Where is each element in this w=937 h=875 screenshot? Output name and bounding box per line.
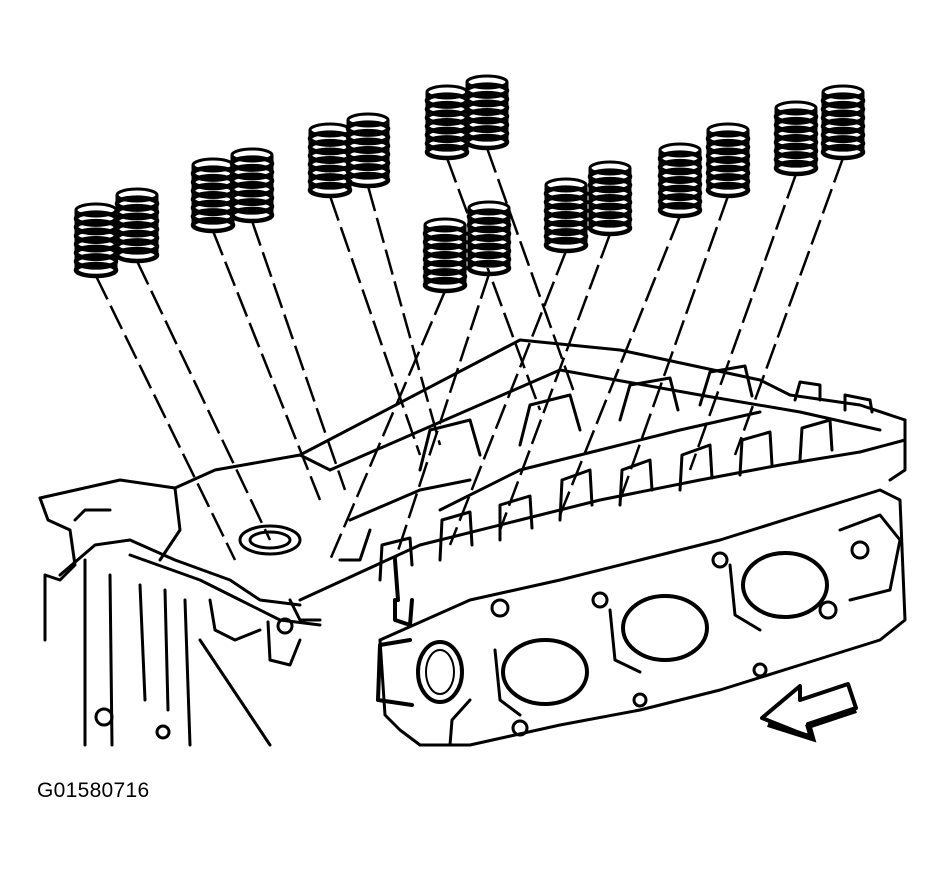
leader-line	[558, 215, 682, 516]
leader-line	[250, 220, 347, 491]
direction-arrow-icon	[760, 682, 858, 743]
valve-spring-icon	[393, 200, 512, 561]
leader-line	[498, 233, 612, 531]
valve-spring-icon	[424, 84, 542, 411]
leader-line	[445, 157, 542, 411]
leader-line	[618, 195, 730, 501]
leader-line	[328, 290, 447, 561]
valve-spring-icon	[114, 187, 272, 541]
valve-springs	[73, 74, 866, 561]
leader-line	[688, 173, 798, 471]
valve-spring-icon	[345, 112, 442, 446]
exhaust-face	[378, 488, 907, 747]
valve-spring-icon	[464, 74, 577, 396]
valve-spring-icon	[73, 202, 237, 561]
cylinder-head	[38, 338, 907, 747]
coolant-outlet	[376, 558, 464, 707]
leader-line	[448, 250, 568, 546]
valve-spring-icon	[618, 122, 751, 501]
valve-spring-icon	[558, 142, 703, 516]
leader-line	[366, 185, 442, 446]
front-cover	[38, 453, 332, 747]
valve-spring-icon	[229, 147, 347, 491]
leader-line	[135, 260, 272, 541]
leader-line	[733, 157, 845, 456]
leader-line	[328, 195, 422, 456]
valve-spring-icon	[688, 100, 819, 471]
leader-line	[211, 230, 322, 501]
valve-spring-icon	[328, 217, 468, 561]
leader-line	[485, 147, 577, 396]
valve-spring-icon	[448, 177, 589, 546]
leader-line	[94, 275, 237, 561]
leader-line	[393, 273, 491, 561]
valve-spring-icon	[733, 84, 866, 456]
figure-label: G01580716	[37, 779, 150, 802]
valve-spring-icon	[498, 160, 633, 531]
